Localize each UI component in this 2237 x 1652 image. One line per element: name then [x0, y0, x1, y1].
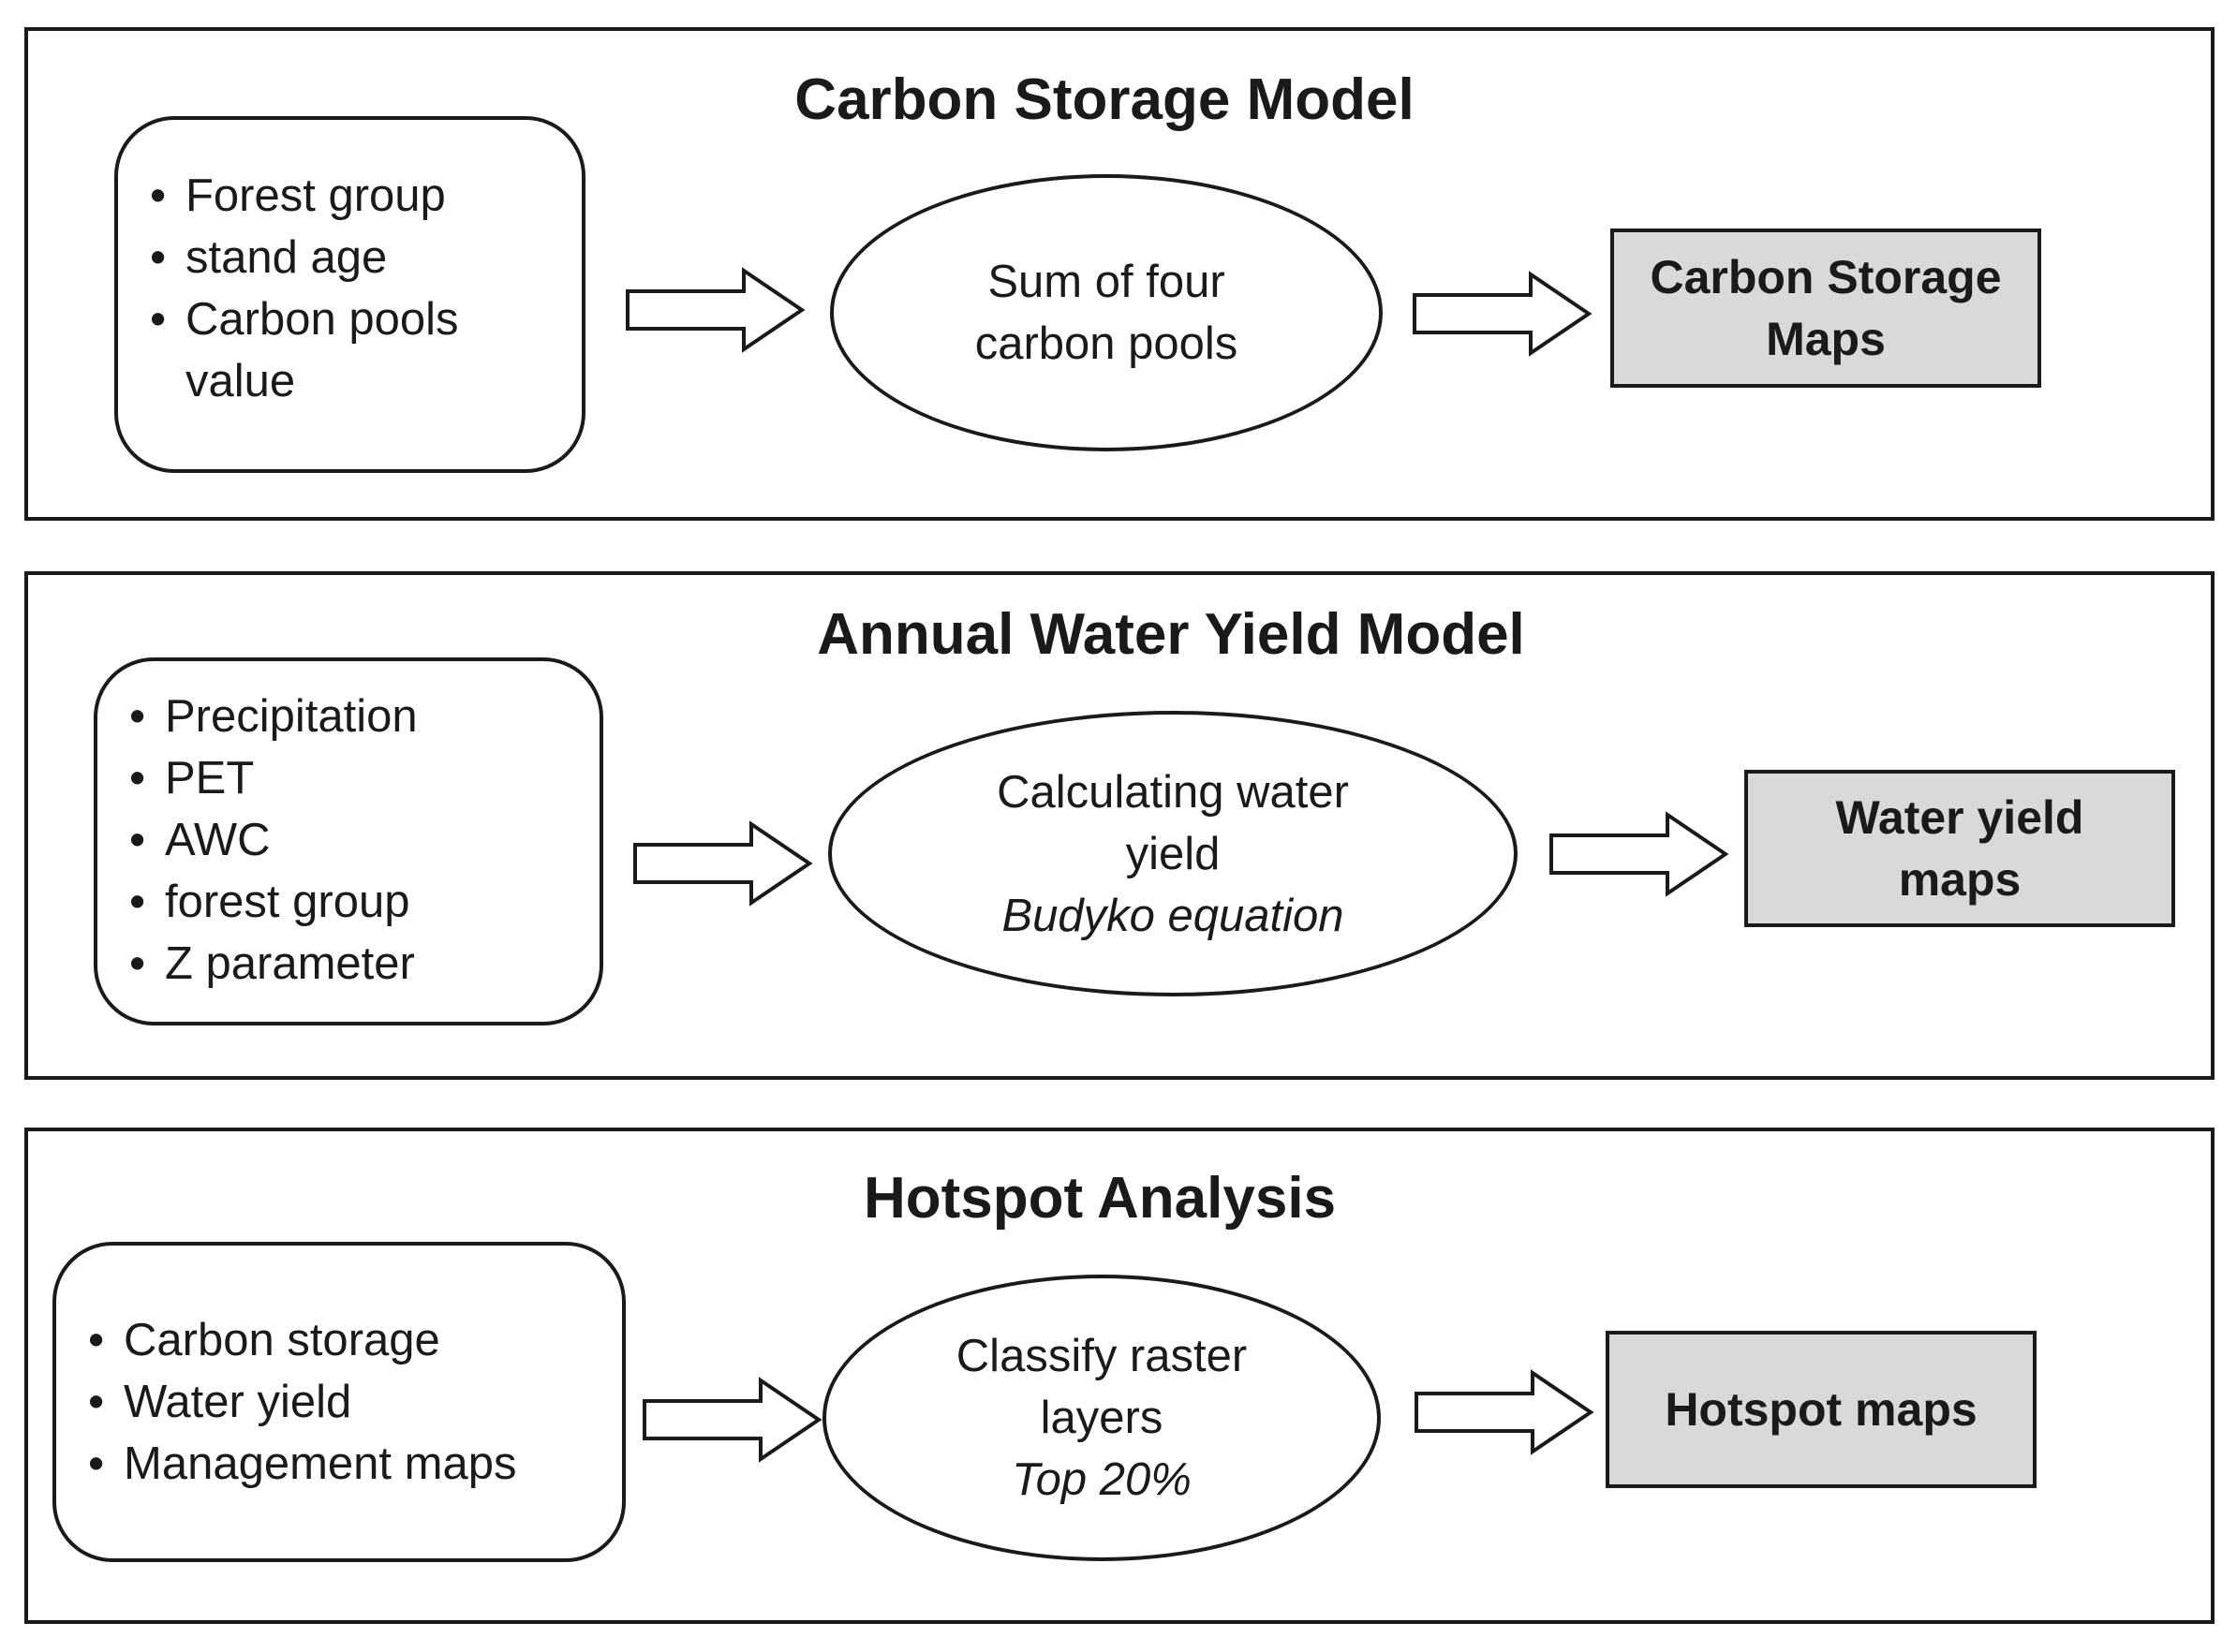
hotspot-title: Hotspot Analysis: [863, 1166, 1337, 1231]
process-line: yield: [1125, 828, 1221, 879]
carbon-storage-maps-output: Carbon Storage Maps: [1610, 229, 2041, 388]
carbon-storage-panel: Carbon Storage Model Forest group stand …: [24, 27, 2215, 521]
water-process-ellipse: Calculating water yield Budyko equation: [828, 711, 1518, 996]
process-line: Calculating water: [997, 766, 1349, 818]
process-line: layers: [1040, 1393, 1163, 1443]
input-item: Precipitation: [97, 686, 600, 747]
water-yield-maps-output: Water yield maps: [1744, 770, 2175, 927]
input-item: Management maps: [56, 1433, 622, 1495]
process-line: Classify raster: [956, 1331, 1248, 1381]
hotspot-inputs-box: Carbon storage Water yield Management ma…: [52, 1242, 626, 1562]
hotspot-process-ellipse: Classify raster layers Top 20%: [822, 1275, 1381, 1561]
arrow-right-icon: [1413, 271, 1593, 357]
water-yield-title: Annual Water Yield Model: [817, 602, 1525, 667]
input-item: Carbon pools: [118, 288, 582, 350]
input-item: Carbon storage: [56, 1309, 622, 1371]
water-yield-panel: Annual Water Yield Model Precipitation P…: [24, 571, 2215, 1080]
process-method: Budyko equation: [1001, 890, 1344, 941]
arrow-right-icon: [1549, 811, 1729, 897]
input-item-continuation: value: [185, 356, 296, 406]
input-item: forest group: [97, 871, 600, 933]
input-item: AWC: [97, 809, 600, 871]
water-inputs-box: Precipitation PET AWC forest group Z par…: [94, 657, 603, 1025]
arrow-right-icon: [633, 820, 813, 907]
input-item: PET: [97, 747, 600, 809]
arrow-right-icon: [643, 1377, 822, 1463]
carbon-storage-title: Carbon Storage Model: [794, 67, 1415, 132]
input-item: Z parameter: [97, 933, 600, 995]
input-item: Water yield: [56, 1371, 622, 1433]
process-line: Sum of four: [987, 257, 1225, 307]
hotspot-panel: Hotspot Analysis Carbon storage Water yi…: [24, 1128, 2215, 1624]
process-line: carbon pools: [974, 318, 1238, 369]
input-item: Forest group: [118, 165, 582, 227]
arrow-right-icon: [1415, 1369, 1594, 1455]
carbon-inputs-box: Forest group stand age Carbon pools valu…: [114, 116, 585, 473]
carbon-process-ellipse: Sum of four carbon pools: [830, 174, 1383, 451]
arrow-right-icon: [626, 267, 806, 353]
hotspot-maps-output: Hotspot maps: [1606, 1331, 2037, 1488]
input-item: stand age: [118, 227, 582, 288]
process-method: Top 20%: [1012, 1454, 1192, 1505]
